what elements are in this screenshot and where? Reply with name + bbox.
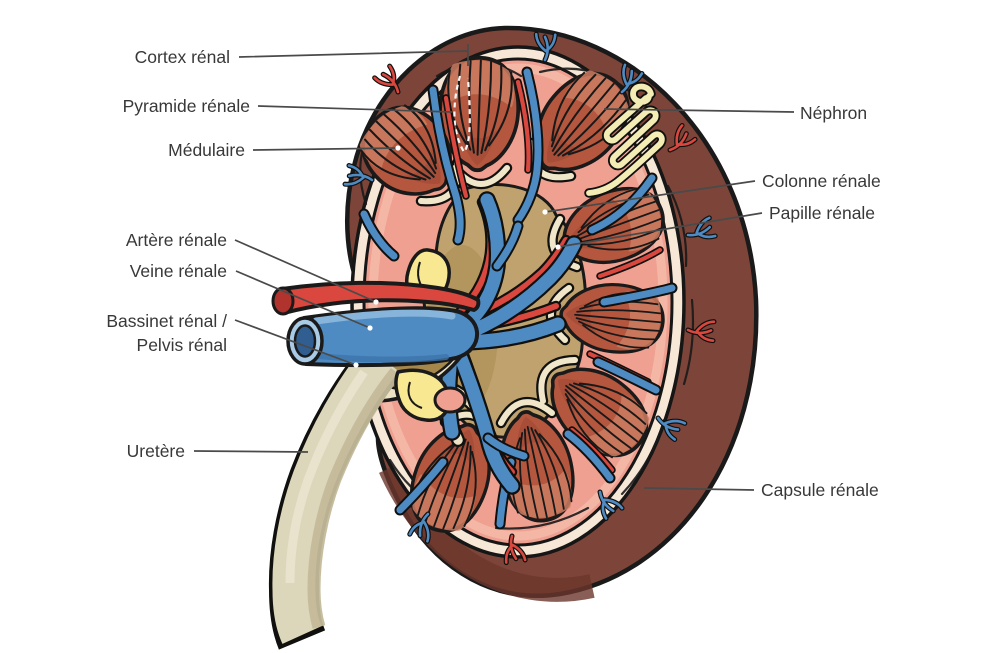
vein-highlight <box>312 309 456 325</box>
label-medullaire: Médulaire <box>168 140 245 160</box>
label-bassinet-renal-line1: Bassinet rénal / <box>106 311 227 331</box>
ureter-shape <box>268 344 402 650</box>
segmental-veins <box>439 191 583 495</box>
artery-cut-end <box>271 286 295 316</box>
vein-cut-end-lumen <box>293 324 317 358</box>
hilar-papilla <box>433 386 467 414</box>
label-capsule-renale: Capsule rénale <box>761 480 879 500</box>
label-artere-renale: Artère rénale <box>126 230 227 250</box>
leader-dots <box>353 145 561 368</box>
leader-lines <box>193 44 795 491</box>
label-papille-renale: Papille rénale <box>769 203 875 223</box>
label-colonne-renale: Colonne rénale <box>762 171 881 191</box>
interlobar-veins <box>358 66 678 530</box>
label-uretere: Uretère <box>127 441 185 461</box>
interlobar-arteries <box>442 78 664 474</box>
label-veine-renale: Veine rénale <box>130 261 227 281</box>
vein-lower-shade <box>315 353 449 363</box>
label-nephron: Néphron <box>800 103 867 123</box>
nephron-shape <box>584 81 667 198</box>
label-pyramide-renale: Pyramide rénale <box>123 96 250 116</box>
labels: Cortex rénal Pyramide rénale Médulaire A… <box>106 47 880 500</box>
hilum <box>268 248 481 650</box>
label-cortex-renal: Cortex rénal <box>135 47 230 67</box>
label-bassinet-renal-line2: Pelvis rénal <box>137 335 227 355</box>
hilar-fat-lower-line <box>407 381 423 409</box>
renal-artery-shape <box>271 280 481 316</box>
renal-vein-shape <box>286 306 480 368</box>
nephron-dashed-outline <box>453 75 471 154</box>
